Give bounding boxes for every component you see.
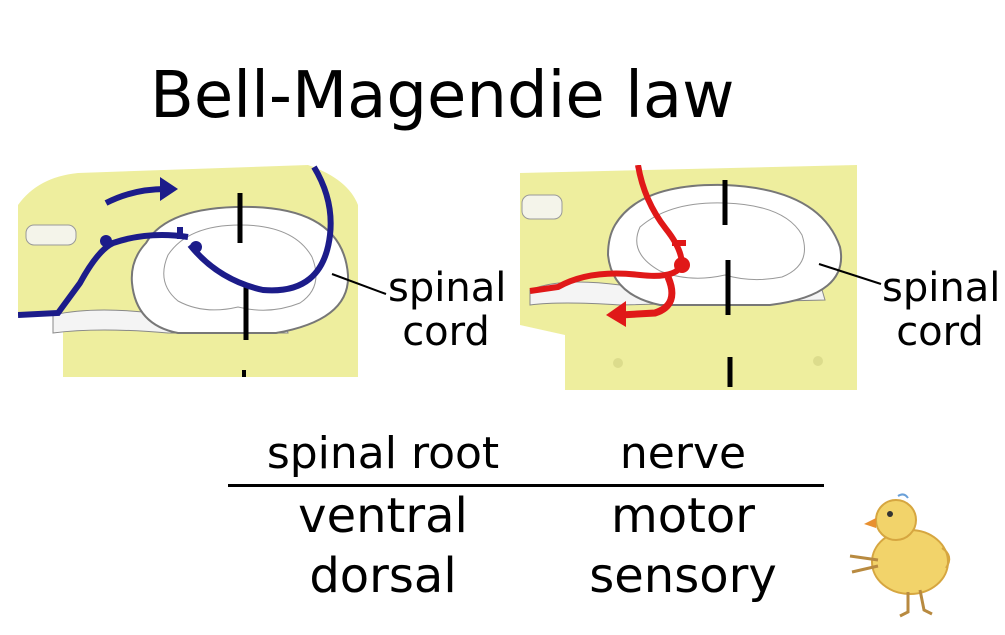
motor-direction-arrowhead — [606, 301, 626, 327]
cell-motor: motor — [610, 488, 756, 544]
header-nerve: nerve — [619, 428, 747, 479]
cell-dorsal: dorsal — [309, 548, 457, 604]
motor-descending-tract — [635, 165, 685, 266]
motor-pathway-diagram — [520, 165, 857, 390]
pointer-line-right — [818, 263, 882, 285]
sensory-entry — [177, 165, 334, 294]
sensory-pathway — [18, 232, 189, 318]
spinal-cord-label-left: spinal cord — [388, 265, 507, 355]
label-line: spinal — [882, 265, 1001, 311]
motor-direction-arrow — [619, 275, 676, 319]
arm-stub — [521, 194, 563, 220]
cell-ventral: ventral — [298, 488, 468, 544]
table-divider — [228, 484, 824, 487]
dorsal-root-ganglion — [100, 235, 112, 247]
pointer-line-left — [331, 273, 387, 295]
label-line: spinal — [388, 265, 507, 311]
chick-icon — [849, 493, 951, 618]
header-spinal-root: spinal root — [266, 428, 500, 479]
gray-matter — [636, 202, 805, 281]
sensory-neuron-soma — [190, 241, 202, 253]
sensory-direction-arrowhead — [160, 177, 178, 201]
spinal-cord-label-right: spinal cord — [882, 265, 1001, 355]
arm-stub — [25, 224, 77, 246]
cell-sensory: sensory — [589, 548, 777, 604]
label-line: cord — [896, 309, 984, 355]
sensory-pathway-diagram — [18, 165, 358, 377]
motor-pathway — [529, 263, 685, 294]
nipple — [813, 356, 823, 366]
slide-title: Bell-Magendie law — [150, 59, 735, 133]
nipple — [613, 358, 623, 368]
label-line: cord — [402, 309, 490, 355]
